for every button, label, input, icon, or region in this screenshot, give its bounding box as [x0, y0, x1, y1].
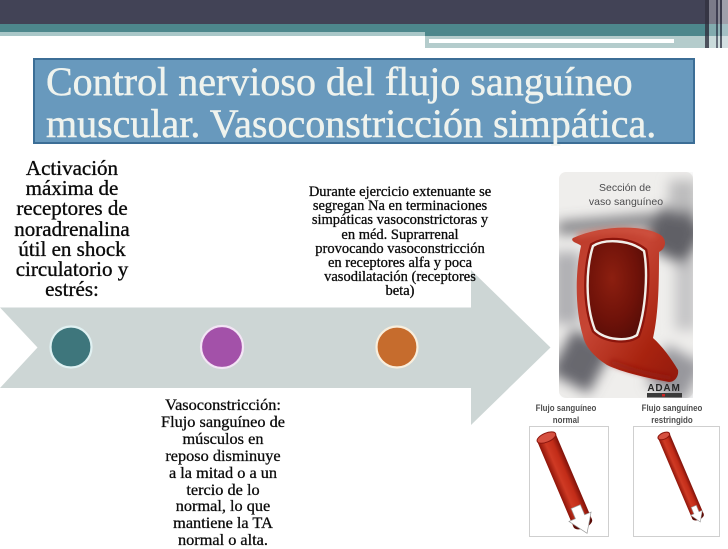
svg-text:vaso sanguíneo: vaso sanguíneo	[589, 196, 663, 208]
svg-text:Sección de: Sección de	[599, 182, 651, 194]
svg-text:ADAM: ADAM	[647, 383, 680, 394]
